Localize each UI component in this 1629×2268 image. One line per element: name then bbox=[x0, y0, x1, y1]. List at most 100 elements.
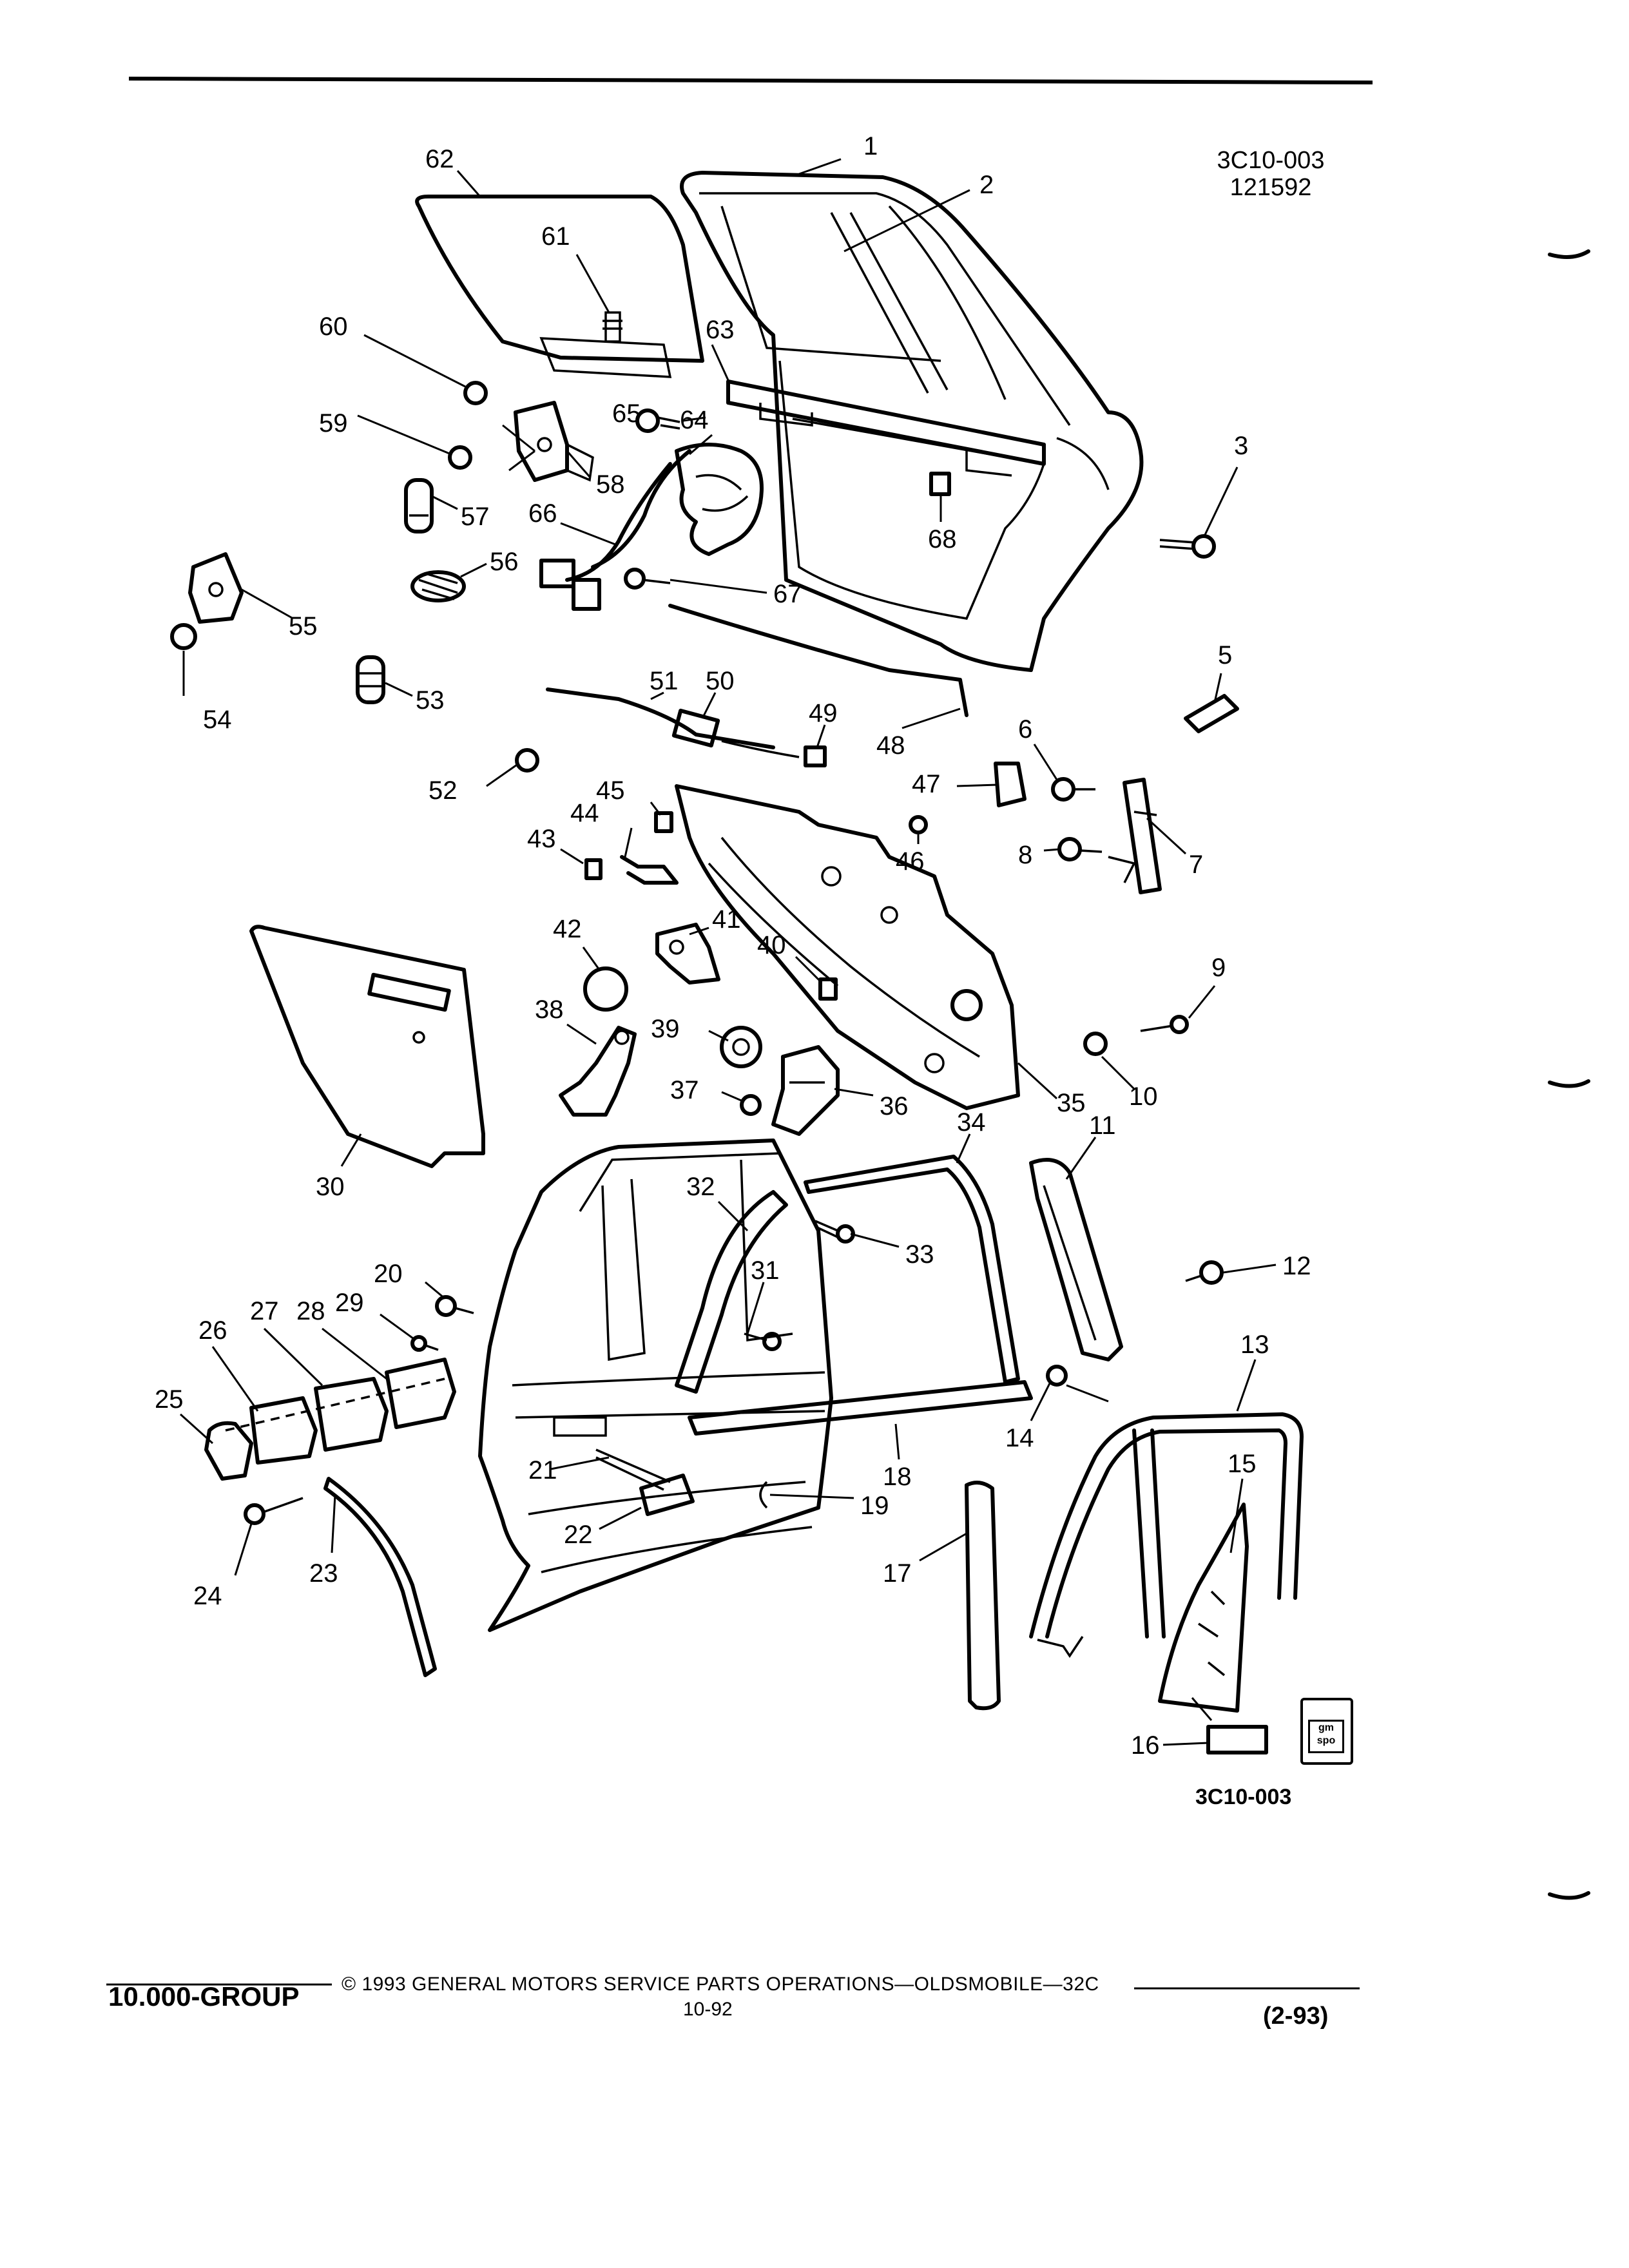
stationary-glass-panel bbox=[415, 195, 704, 378]
callout-13: 13 bbox=[1240, 1331, 1269, 1359]
callout-32: 32 bbox=[686, 1173, 715, 1201]
seal-11 bbox=[1029, 1158, 1123, 1361]
seal-11-inner bbox=[1043, 1185, 1097, 1341]
bracket-58 bbox=[514, 401, 594, 482]
callout-29: 29 bbox=[335, 1289, 364, 1317]
callout-17: 17 bbox=[883, 1559, 912, 1588]
inner-trim-strip bbox=[726, 380, 1046, 477]
vent-glass-15-lines bbox=[1198, 1590, 1226, 1677]
callout-24: 24 bbox=[193, 1582, 222, 1610]
callout-45: 45 bbox=[596, 776, 625, 805]
margin-mark bbox=[1548, 249, 1590, 259]
screw-12 bbox=[1185, 1260, 1224, 1285]
nut-59 bbox=[448, 445, 472, 470]
motor-36 bbox=[771, 1045, 840, 1136]
reference-mark-19 bbox=[759, 1481, 768, 1509]
callout-1: 1 bbox=[863, 132, 878, 160]
callout-2: 2 bbox=[979, 171, 994, 199]
callout-37: 37 bbox=[670, 1076, 699, 1104]
grommet-56 bbox=[410, 570, 466, 602]
callout-23: 23 bbox=[309, 1559, 338, 1588]
callout-11: 11 bbox=[1089, 1111, 1116, 1140]
figure-ref-line-1: 3C10-003 bbox=[1217, 147, 1325, 174]
channel-32 bbox=[675, 1190, 788, 1394]
callout-14: 14 bbox=[1005, 1424, 1034, 1452]
callout-16: 16 bbox=[1131, 1731, 1160, 1760]
callout-30: 30 bbox=[316, 1173, 345, 1201]
plate-27 bbox=[314, 1377, 389, 1452]
callout-19: 19 bbox=[860, 1492, 889, 1520]
margin-mark bbox=[1548, 1891, 1590, 1900]
bolt-20 bbox=[435, 1295, 474, 1317]
callout-64: 64 bbox=[680, 406, 709, 434]
callouts: 1 2 3 5 6 7 8 9 10 11 12 13 14 15 16 17 … bbox=[155, 132, 1311, 1760]
figure-code: 3C10-003 bbox=[1195, 1785, 1292, 1809]
rear-door-frame bbox=[680, 171, 1144, 672]
bracket-25 bbox=[204, 1421, 253, 1481]
nut-54 bbox=[170, 623, 197, 650]
plate-26 bbox=[249, 1396, 318, 1465]
clip-40 bbox=[818, 977, 838, 1001]
gm-spo-logo: gm spo bbox=[1300, 1698, 1353, 1765]
revision-date: (2-93) bbox=[1263, 2003, 1329, 2030]
stud-61 bbox=[602, 311, 622, 343]
callout-56: 56 bbox=[490, 548, 519, 576]
wedge-5 bbox=[1184, 694, 1239, 733]
callout-21: 21 bbox=[528, 1456, 557, 1485]
callout-67: 67 bbox=[773, 580, 802, 608]
glass-run-channel-13 bbox=[1029, 1412, 1304, 1658]
label-16 bbox=[1206, 1725, 1268, 1754]
bolt-65 bbox=[635, 408, 680, 433]
callout-34: 34 bbox=[957, 1108, 986, 1137]
callout-25: 25 bbox=[155, 1385, 184, 1414]
callout-43: 43 bbox=[527, 825, 556, 853]
callout-39: 39 bbox=[651, 1015, 680, 1043]
bumper-53 bbox=[356, 655, 385, 704]
plug-52 bbox=[515, 748, 539, 773]
callout-12: 12 bbox=[1282, 1252, 1311, 1280]
bolt-31 bbox=[744, 1332, 782, 1351]
bracket-7 bbox=[1108, 778, 1162, 894]
group-label: 10.000-GROUP bbox=[108, 1981, 300, 2012]
callout-50: 50 bbox=[706, 667, 735, 695]
callout-35: 35 bbox=[1057, 1089, 1086, 1117]
callout-59: 59 bbox=[319, 409, 348, 437]
callout-3: 3 bbox=[1234, 432, 1248, 460]
callout-15: 15 bbox=[1228, 1450, 1257, 1478]
handle-22 bbox=[639, 1474, 695, 1516]
vent-glass-15 bbox=[1158, 1503, 1249, 1713]
clip-47 bbox=[994, 762, 1027, 807]
gm-spo-logo-text: gm spo bbox=[1308, 1720, 1344, 1753]
callout-46: 46 bbox=[896, 847, 925, 876]
top-rule bbox=[128, 77, 1373, 84]
callout-18: 18 bbox=[883, 1463, 912, 1491]
check-strap-23 bbox=[323, 1477, 437, 1677]
clip-68 bbox=[929, 472, 951, 496]
hinge-dash-line bbox=[225, 1378, 445, 1432]
hinge-55 bbox=[188, 552, 244, 624]
screw-67 bbox=[624, 568, 671, 590]
callout-5: 5 bbox=[1218, 641, 1232, 669]
callout-38: 38 bbox=[535, 995, 564, 1024]
actuator-38 bbox=[559, 1026, 637, 1117]
callout-55: 55 bbox=[289, 612, 318, 640]
latch-64 bbox=[675, 443, 764, 556]
margin-mark bbox=[1548, 1079, 1590, 1088]
bracket-41 bbox=[655, 923, 720, 985]
screw-8 bbox=[1057, 837, 1103, 861]
callout-20: 20 bbox=[374, 1260, 403, 1288]
callout-65: 65 bbox=[612, 399, 641, 428]
rod-48b bbox=[721, 740, 800, 758]
callout-9: 9 bbox=[1211, 954, 1226, 982]
callout-60: 60 bbox=[319, 312, 348, 341]
clip-strip-50 bbox=[671, 708, 720, 748]
callout-62: 62 bbox=[425, 145, 454, 173]
callout-63: 63 bbox=[706, 316, 735, 344]
callout-61: 61 bbox=[541, 222, 570, 251]
clip-49 bbox=[804, 745, 827, 767]
callout-54: 54 bbox=[203, 706, 232, 734]
copyright-notice: © 1993 GENERAL MOTORS SERVICE PARTS OPER… bbox=[342, 1974, 1099, 1995]
disc-42 bbox=[583, 966, 628, 1012]
callout-31: 31 bbox=[751, 1256, 780, 1285]
window-regulator-35 bbox=[675, 784, 1020, 1110]
